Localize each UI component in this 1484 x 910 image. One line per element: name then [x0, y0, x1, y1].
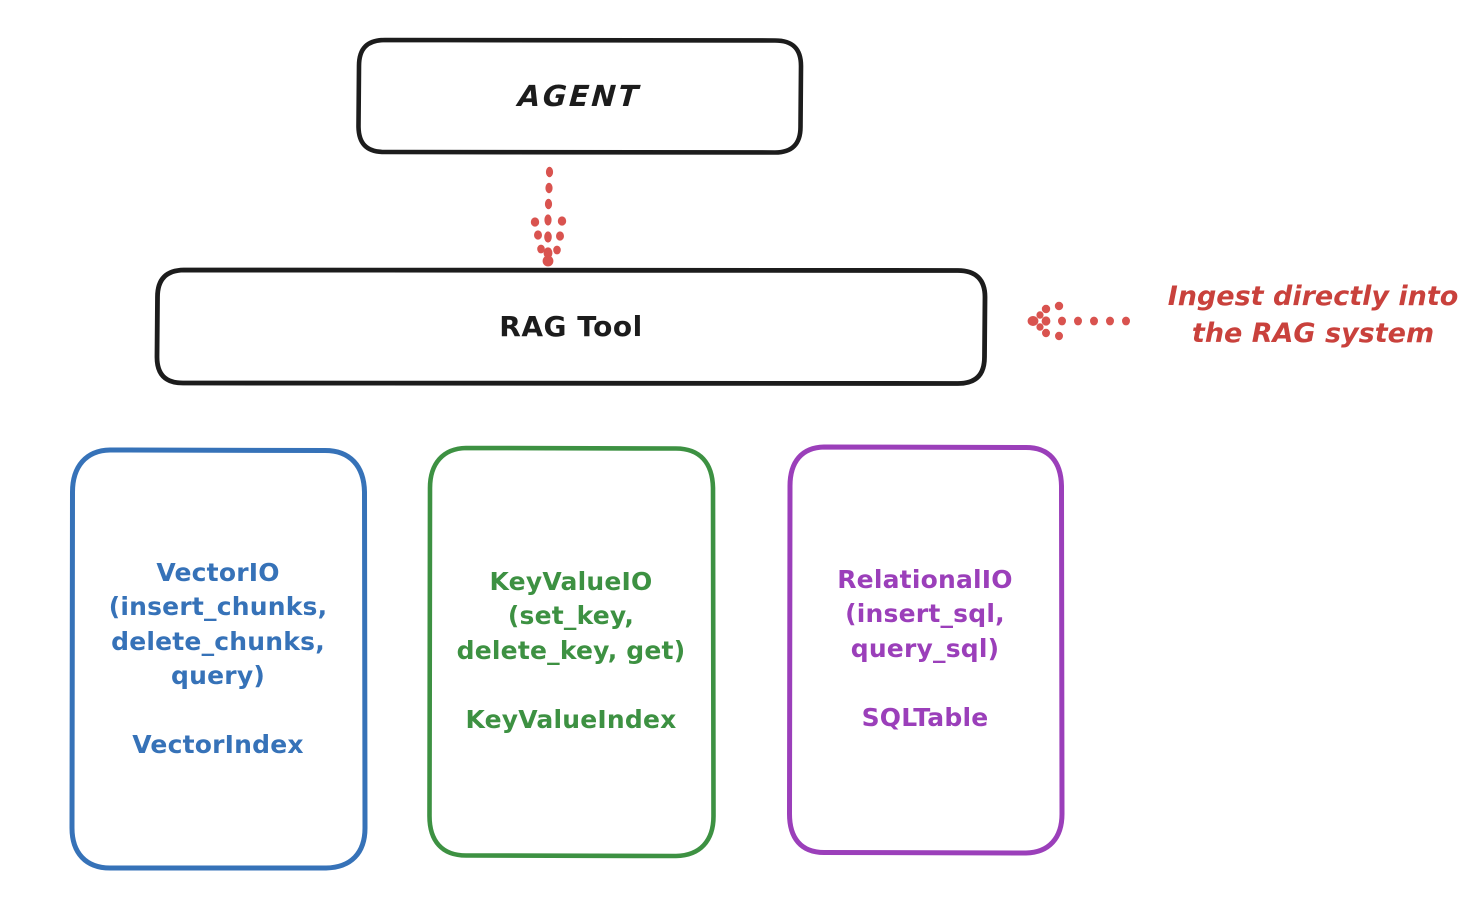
relational-io-node-label: RelationalIO (insert_sql, query_sql) SQL…	[837, 564, 1013, 732]
agent-box-outline	[356, 37, 804, 155]
vector-io-node-label: VectorIO (insert_chunks, delete_chunks, …	[108, 557, 328, 760]
relational-io-box-outline	[787, 444, 1065, 856]
key-value-io-node[interactable]: KeyValueIO (set_key, delete_key, get) Ke…	[428, 446, 714, 856]
rag-tool-box-outline	[154, 267, 988, 386]
vector-io-box-outline	[69, 447, 368, 871]
ingest-annotation-label: Ingest directly into the RAG system	[1167, 281, 1459, 350]
vector-io-node[interactable]: VectorIO (insert_chunks, delete_chunks, …	[70, 448, 366, 870]
agent-node-label: AGENT	[517, 78, 643, 113]
agent-node[interactable]: AGENT	[357, 39, 802, 154]
dotted-arrow-down-icon	[530, 166, 567, 267]
key-value-io-node-label: KeyValueIO (set_key, delete_key, get) Ke…	[456, 566, 686, 734]
rag-tool-node[interactable]: RAG Tool	[156, 269, 986, 385]
relational-io-node[interactable]: RelationalIO (insert_sql, query_sql) SQL…	[788, 445, 1062, 853]
key-value-io-box-outline	[427, 445, 716, 859]
dotted-arrow-left-icon	[1027, 301, 1130, 341]
rag-tool-node-label: RAG Tool	[499, 309, 643, 343]
